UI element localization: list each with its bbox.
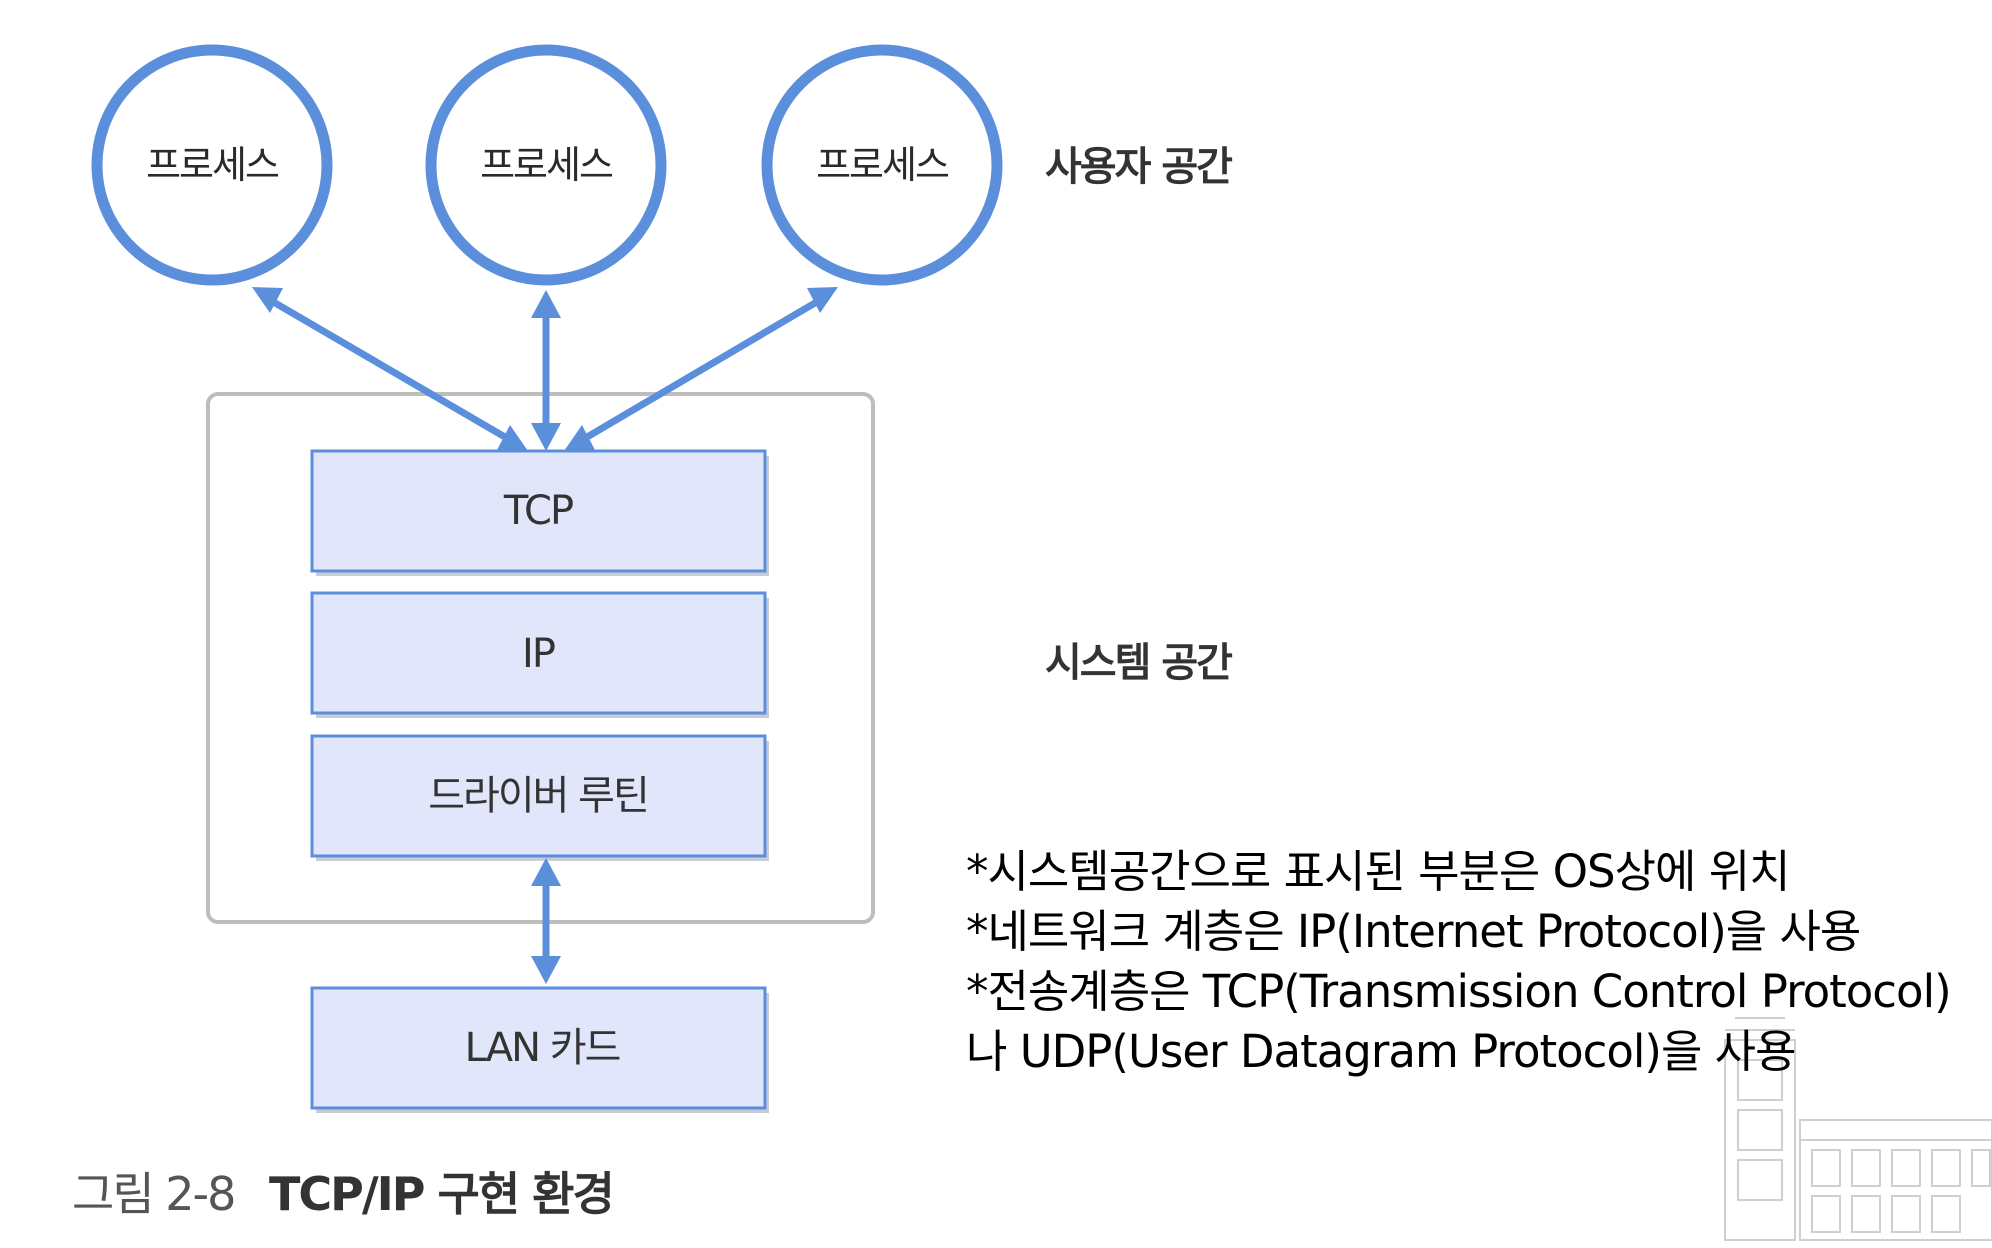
driver-lan-arrow	[531, 858, 561, 984]
process-label: 프로세스	[816, 143, 949, 187]
notes-block: *시스템공간으로 표시된 부분은 OS상에 위치 *네트워크 계층은 IP(In…	[966, 842, 1976, 1082]
process-circle-1: 프로세스	[91, 44, 333, 286]
note-line: *전송계층은 TCP(Transmission Control Protocol…	[966, 965, 1952, 1078]
system-space-label: 시스템 공간	[1045, 640, 1233, 686]
process-tcp-arrows	[252, 287, 838, 451]
user-space-label: 사용자 공간	[1045, 144, 1233, 190]
lan-card-label: LAN 카드	[465, 1025, 620, 1071]
process-circle-2: 프로세스	[425, 44, 667, 286]
tcp-layer: TCP	[310, 449, 769, 576]
figure-caption: 그림 2-8 TCP/IP 구현 환경	[72, 1167, 613, 1221]
driver-label: 드라이버 루틴	[428, 773, 648, 819]
system-space-container	[206, 392, 875, 924]
lan-card-layer: LAN 카드	[310, 986, 769, 1113]
ip-label: IP	[522, 631, 555, 677]
figure-number: 그림 2-8	[72, 1167, 234, 1221]
process-label: 프로세스	[480, 143, 613, 187]
note-line: *네트워크 계층은 IP(Internet Protocol)을 사용	[966, 905, 1861, 958]
figure-title: TCP/IP 구현 환경	[269, 1167, 613, 1221]
building-sketch-watermark	[1724, 1017, 1992, 1241]
note-line: *시스템공간으로 표시된 부분은 OS상에 위치	[966, 845, 1791, 898]
process-label: 프로세스	[146, 143, 279, 187]
ip-layer: IP	[310, 591, 769, 718]
process-circle-3: 프로세스	[761, 44, 1003, 286]
tcp-label: TCP	[503, 488, 573, 534]
driver-layer: 드라이버 루틴	[310, 734, 769, 861]
